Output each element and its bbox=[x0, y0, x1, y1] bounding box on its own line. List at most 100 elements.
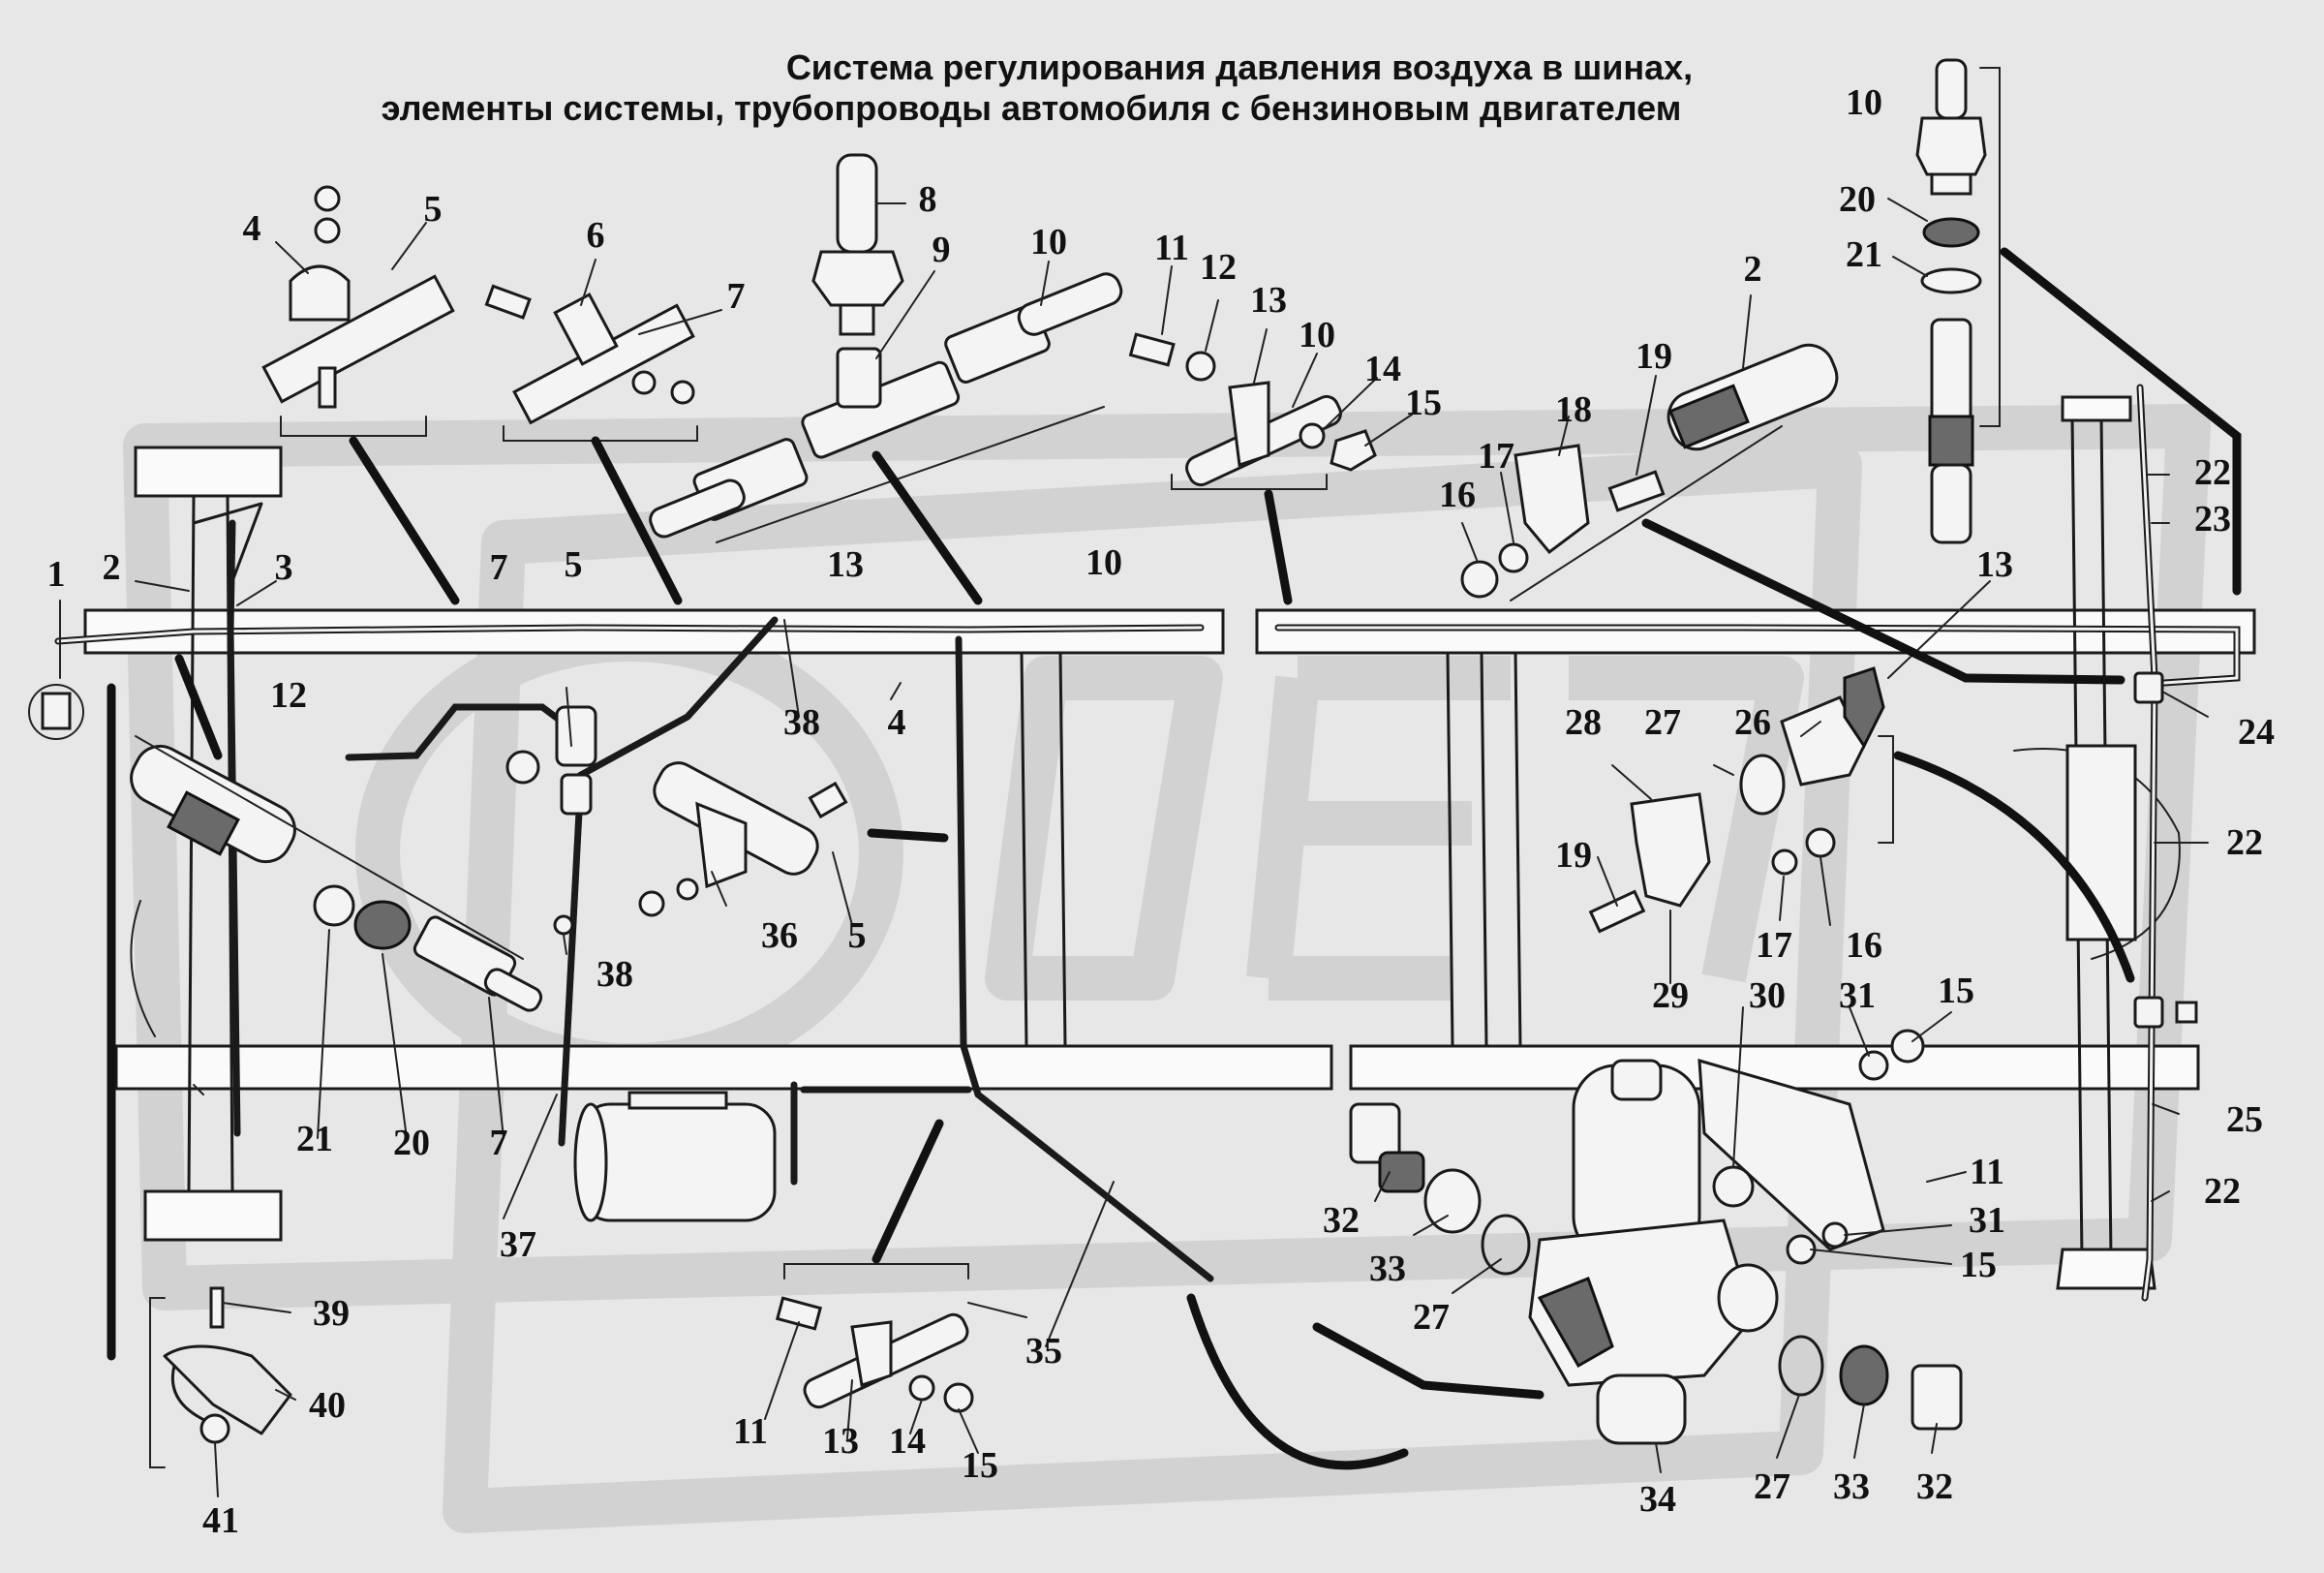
callout-21-b: 21 bbox=[296, 1119, 333, 1159]
arrow-tee-9 bbox=[872, 450, 983, 605]
callout-17: 17 bbox=[1478, 436, 1514, 477]
part-clip-6-7 bbox=[484, 284, 698, 442]
callout-24: 24 bbox=[2238, 712, 2275, 753]
callout-2-b: 2 bbox=[1744, 249, 1762, 290]
callout-34: 34 bbox=[1639, 1479, 1676, 1520]
callout-37: 37 bbox=[500, 1224, 536, 1265]
rear-hub-top bbox=[2061, 395, 2132, 422]
callout-13-b: 13 bbox=[827, 544, 864, 585]
part-pressure-sensor-8 bbox=[811, 153, 904, 336]
callout-20-b: 20 bbox=[393, 1123, 430, 1163]
part-bracket-16-19 bbox=[1460, 425, 1783, 601]
callout-26: 26 bbox=[1734, 702, 1771, 743]
callout-31-b: 31 bbox=[1969, 1200, 2005, 1241]
part-fittings-32-33-27 bbox=[1349, 1102, 1963, 1431]
part-clip-group-11-15 bbox=[1128, 332, 1377, 490]
cross-member-1 bbox=[1020, 651, 1067, 1048]
part-clamp-36 bbox=[638, 761, 848, 917]
front-wheel-bottom bbox=[143, 1189, 283, 1242]
callout-36: 36 bbox=[761, 915, 798, 956]
callout-32-b: 32 bbox=[1916, 1466, 1953, 1507]
callout-18: 18 bbox=[1555, 389, 1592, 430]
watermark-logo bbox=[123, 404, 2211, 1533]
callout-6: 6 bbox=[587, 215, 605, 256]
arrow-lower-clip bbox=[872, 1119, 944, 1264]
callout-15: 15 bbox=[1405, 383, 1442, 423]
rear-hub-bottom bbox=[2056, 1248, 2156, 1290]
callout-27-b: 27 bbox=[1413, 1297, 1450, 1338]
callout-41: 41 bbox=[202, 1500, 239, 1541]
callout-14: 14 bbox=[1364, 349, 1401, 389]
part-clamp-bracket-4-5 bbox=[261, 185, 455, 437]
callout-13-c: 13 bbox=[1976, 544, 2013, 585]
part-valve-group-26-31 bbox=[1588, 666, 1894, 934]
callout-29: 29 bbox=[1652, 975, 1689, 1016]
part-hose-2-right bbox=[1667, 343, 1839, 451]
front-wheel-outline bbox=[130, 900, 156, 1037]
callout-4: 4 bbox=[243, 208, 261, 249]
title-line-2: элементы системы, трубопроводы автомобил… bbox=[382, 88, 1682, 128]
callout-15-d: 15 bbox=[962, 1445, 998, 1486]
callout-23: 23 bbox=[2194, 499, 2231, 540]
callout-25: 25 bbox=[2226, 1099, 2263, 1140]
part-strap-39-41 bbox=[149, 1286, 292, 1468]
callout-10-d: 10 bbox=[1086, 542, 1122, 583]
part-air-receiver bbox=[573, 1091, 777, 1222]
callout-22-b: 22 bbox=[2226, 822, 2263, 863]
callout-1: 1 bbox=[47, 554, 66, 595]
callout-19: 19 bbox=[1636, 336, 1672, 377]
callout-5: 5 bbox=[424, 189, 443, 230]
callout-39: 39 bbox=[313, 1293, 350, 1334]
part-clip-lower-11-15 bbox=[775, 1263, 974, 1413]
arrow-control-valve-2 bbox=[1312, 1322, 1544, 1400]
callout-8: 8 bbox=[919, 179, 937, 220]
pipelines bbox=[54, 384, 2241, 1302]
callout-10: 10 bbox=[1030, 222, 1067, 262]
callout-16: 16 bbox=[1439, 475, 1476, 515]
callout-10-b: 10 bbox=[1299, 315, 1335, 355]
part-tee-fittings-right bbox=[2133, 671, 2198, 1029]
frame-rail-lower-left bbox=[114, 1044, 1333, 1091]
part-hose-left-21-20-7 bbox=[130, 735, 543, 1012]
callout-5-c: 5 bbox=[848, 915, 867, 956]
callout-10-c: 10 bbox=[1846, 82, 1882, 123]
arrow-clip-6-7 bbox=[591, 436, 683, 605]
callout-38: 38 bbox=[783, 702, 820, 743]
callout-19-b: 19 bbox=[1555, 835, 1592, 876]
part-tee-fitting-9 bbox=[649, 272, 1123, 543]
callout-22: 22 bbox=[2194, 452, 2231, 493]
cross-member-3 bbox=[1514, 651, 1522, 1048]
pipe-front-vertical bbox=[227, 519, 241, 1137]
pipe-left-branch bbox=[345, 703, 585, 761]
title-line-1: Система регулирования давления воздуха в… bbox=[786, 47, 1693, 87]
pipe-coupling-left bbox=[505, 750, 540, 785]
arrow-hose-left bbox=[174, 654, 223, 760]
arrow-valve-stack bbox=[2000, 247, 2242, 596]
callout-35: 35 bbox=[1025, 1331, 1062, 1372]
pointer-arrows bbox=[107, 247, 2242, 1470]
callout-20: 20 bbox=[1839, 179, 1876, 220]
callout-7: 7 bbox=[727, 276, 746, 317]
callout-12: 12 bbox=[1200, 247, 1237, 288]
callout-27-c: 27 bbox=[1754, 1466, 1790, 1507]
front-wheel-top bbox=[134, 446, 283, 498]
part-bracket-plate-29-30 bbox=[1697, 1029, 1925, 1265]
callout-33: 33 bbox=[1369, 1249, 1406, 1289]
callout-31: 31 bbox=[1839, 975, 1876, 1016]
arrow-bracket-16-19 bbox=[1641, 518, 2125, 685]
callout-21: 21 bbox=[1846, 234, 1882, 275]
callout-7-b: 7 bbox=[490, 547, 508, 588]
pipe-to-receiver bbox=[558, 616, 779, 1147]
callout-33-b: 33 bbox=[1833, 1466, 1870, 1507]
callout-labels: 1 2 3 4 5 6 7 8 9 10 11 12 13 10 14 15 2… bbox=[47, 82, 2276, 1541]
arrow-valve-group bbox=[1893, 751, 2135, 983]
callout-15-c: 15 bbox=[1960, 1245, 1997, 1285]
callout-13-d: 13 bbox=[822, 1421, 859, 1462]
callout-13: 13 bbox=[1250, 280, 1287, 321]
callout-4-b: 4 bbox=[888, 702, 906, 743]
callout-12-b: 12 bbox=[270, 675, 307, 716]
callout-3: 3 bbox=[275, 547, 293, 588]
pipe-receiver-branch bbox=[790, 1081, 972, 1186]
callout-2: 2 bbox=[103, 547, 121, 588]
